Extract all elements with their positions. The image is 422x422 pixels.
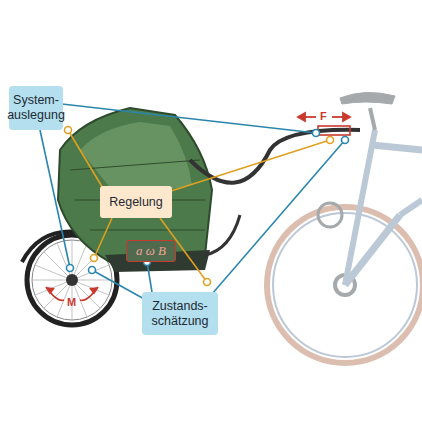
symbol-label: F bbox=[320, 110, 327, 122]
control-box: Regelung bbox=[100, 186, 172, 218]
hitch-marker bbox=[318, 126, 350, 135]
bicycle bbox=[267, 92, 422, 363]
trailer-body bbox=[58, 108, 360, 272]
leader-lines-control bbox=[65, 127, 334, 286]
node-label: Regelung bbox=[109, 195, 163, 209]
node-label: System- auslegung bbox=[7, 93, 65, 123]
sensor-box: a ω B bbox=[126, 240, 176, 262]
node-label: Zustands- schätzung bbox=[142, 299, 218, 329]
estimation-box: Zustands- schätzung bbox=[142, 292, 218, 335]
system-box: System- auslegung bbox=[9, 86, 63, 130]
node-label: a ω B bbox=[136, 243, 166, 259]
symbol-label: M bbox=[67, 296, 76, 308]
leader-lines-estimation bbox=[89, 137, 349, 301]
leader-connector bbox=[147, 262, 152, 292]
